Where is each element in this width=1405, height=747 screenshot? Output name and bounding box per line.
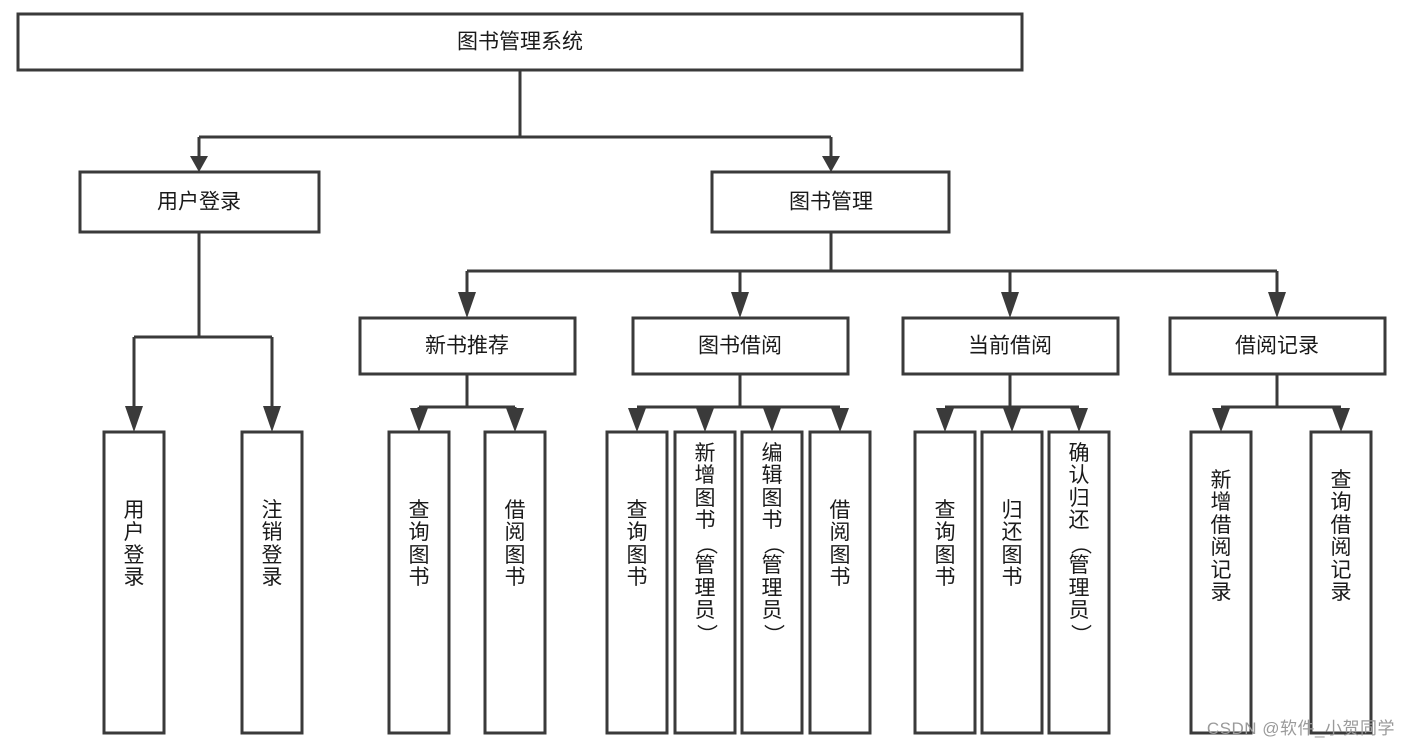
arrow-head-icon xyxy=(936,408,954,432)
leaf-box-new-book-1[interactable] xyxy=(483,430,547,735)
arrow-head-icon xyxy=(1001,292,1019,318)
current-borrow-box-rect xyxy=(901,316,1120,376)
arrow-head-icon xyxy=(125,406,143,432)
node-new-book-recommend[interactable]: 新书推荐 xyxy=(358,316,577,376)
book-borrow-box-label: 图书借阅 xyxy=(698,335,782,358)
leaf-box-current-borrow-1[interactable] xyxy=(980,430,1044,735)
arrow-head-icon xyxy=(506,408,524,432)
arrow-head-icon xyxy=(410,408,428,432)
borrow-record-box-label: 借阅记录 xyxy=(1235,335,1319,358)
leaf-box-book-borrow-3[interactable] xyxy=(808,430,872,735)
borrow-record-box-rect xyxy=(1168,316,1387,376)
arrow-head-icon xyxy=(458,292,476,318)
node-root[interactable]: 图书管理系统 xyxy=(16,12,1024,72)
arrow-head-icon xyxy=(763,408,781,432)
arrow-head-icon xyxy=(1003,408,1021,432)
root-box-rect xyxy=(16,12,1024,72)
root-box-label: 图书管理系统 xyxy=(457,31,583,54)
new-book-recommend-box-label: 新书推荐 xyxy=(425,335,509,358)
book-management-box-rect xyxy=(710,170,951,234)
arrow-head-icon xyxy=(822,156,840,172)
arrow-head-icon xyxy=(1070,408,1088,432)
node-book-management[interactable]: 图书管理 xyxy=(710,170,951,234)
leaf-box-borrow-record-0[interactable] xyxy=(1189,430,1253,735)
user-login-box-label: 用户登录 xyxy=(157,191,241,214)
arrow-head-icon xyxy=(831,408,849,432)
leaf-box-book-borrow-0[interactable] xyxy=(605,430,669,735)
new-book-recommend-box-rect xyxy=(358,316,577,376)
arrow-head-icon xyxy=(628,408,646,432)
node-book-borrow[interactable]: 图书借阅 xyxy=(631,316,850,376)
leaf-box-new-book-0[interactable] xyxy=(387,430,451,735)
arrow-head-icon xyxy=(731,292,749,318)
leaf-box-current-borrow-2[interactable] xyxy=(1047,430,1111,735)
arrow-head-icon xyxy=(696,408,714,432)
leaf-box-book-borrow-1[interactable] xyxy=(673,430,737,735)
arrow-head-icon xyxy=(1268,292,1286,318)
leaf-box-book-borrow-2[interactable] xyxy=(740,430,804,735)
current-borrow-box-label: 当前借阅 xyxy=(968,335,1052,358)
arrow-head-icon xyxy=(1212,408,1230,432)
leaf-box-user-login-1[interactable] xyxy=(240,430,304,735)
node-borrow-record[interactable]: 借阅记录 xyxy=(1168,316,1387,376)
book-management-box-label: 图书管理 xyxy=(789,191,873,214)
leaf-box-borrow-record-1[interactable] xyxy=(1309,430,1373,735)
book-borrow-box-rect xyxy=(631,316,850,376)
leaf-box-current-borrow-0[interactable] xyxy=(913,430,977,735)
arrow-head-icon xyxy=(263,406,281,432)
node-user-login[interactable]: 用户登录 xyxy=(78,170,321,234)
arrow-head-icon xyxy=(1332,408,1350,432)
node-current-borrow[interactable]: 当前借阅 xyxy=(901,316,1120,376)
leaf-box-user-login-0[interactable] xyxy=(102,430,166,735)
arrow-head-icon xyxy=(190,156,208,172)
